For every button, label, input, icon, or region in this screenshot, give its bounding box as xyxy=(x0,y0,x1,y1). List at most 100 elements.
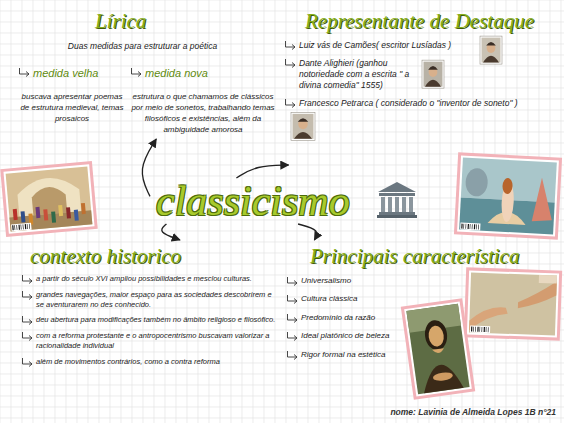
central-node: classicismo xyxy=(150,178,356,224)
portrait-body xyxy=(425,80,441,87)
portrait-cap xyxy=(298,118,309,122)
branch-group: contexto historicoa partir do século XVI… xyxy=(20,240,278,366)
barcode-bar xyxy=(461,224,462,229)
barcode-bar xyxy=(471,327,472,332)
sub-text: estrutura o que chamamos de clássicos po… xyxy=(129,92,277,135)
column xyxy=(388,197,392,212)
photo-border xyxy=(3,164,94,233)
portrait-frame xyxy=(422,60,444,88)
barcode-bar xyxy=(18,225,20,230)
branch-heading: Lírica xyxy=(5,5,280,33)
bullet-head xyxy=(294,281,297,286)
figure xyxy=(74,210,79,221)
branch-arrow xyxy=(236,165,288,178)
bullet-head xyxy=(29,336,32,341)
bullet-head xyxy=(292,63,295,68)
photo-border xyxy=(467,270,559,337)
barcode-bar xyxy=(12,225,14,230)
hora-figure xyxy=(532,177,554,222)
grid-line xyxy=(0,0,564,1)
grid-line xyxy=(407,0,408,423)
barcode-bar xyxy=(484,327,485,332)
branch-group: Representante de DestaqueLuiz vás de Cam… xyxy=(283,5,558,165)
hair xyxy=(502,178,513,195)
sub-heading: medida velha xyxy=(17,67,127,80)
god-arm xyxy=(518,280,557,309)
list-item: Rigor formal na estética xyxy=(285,350,530,360)
list-item: deu abertura para modificações também no… xyxy=(20,315,278,325)
bullet-arrow xyxy=(21,275,34,285)
barcode-bar xyxy=(16,225,17,230)
figure xyxy=(51,212,56,223)
grid-line xyxy=(561,0,562,423)
landscape xyxy=(406,304,469,394)
barcode-ground xyxy=(460,223,480,231)
grid-line xyxy=(0,66,564,67)
grid-line xyxy=(0,132,564,133)
bullet-head xyxy=(294,317,297,322)
photo-border xyxy=(404,302,472,397)
bullet-head xyxy=(138,72,141,77)
bullet-head xyxy=(29,294,32,299)
branch-arrow xyxy=(298,224,317,240)
barcode-bar xyxy=(481,327,483,332)
wind-figures xyxy=(465,168,488,197)
branch-heading: Principais característica xyxy=(285,240,530,268)
portrait-frame xyxy=(291,112,315,140)
barcode-bar xyxy=(468,224,469,229)
birth-of-venus-picture xyxy=(454,152,562,239)
portrait-frame xyxy=(480,36,502,64)
portrait-face xyxy=(298,119,308,129)
barcode-ground xyxy=(11,223,32,232)
grid-line xyxy=(0,374,564,375)
portrait-ground xyxy=(293,114,314,139)
sub-text: buscava apresentar poemas de estrutura m… xyxy=(17,92,127,124)
bullet-arrow xyxy=(18,68,31,78)
grid-line xyxy=(0,396,564,397)
central-topic: classicismo xyxy=(150,178,356,224)
figure xyxy=(21,211,26,222)
sub-group: medida nova estrutura o que chamamos de c… xyxy=(129,67,277,135)
list-item: Predomínio da razão xyxy=(285,313,530,323)
branch-arrow xyxy=(142,139,156,196)
branch-arrow xyxy=(162,224,180,240)
portrait-ground xyxy=(424,62,443,87)
bullet-arrow xyxy=(21,332,34,342)
grid-line xyxy=(0,352,564,353)
grid-line xyxy=(0,0,1,423)
sub-group: medida velha buscava apresentar poemas de… xyxy=(17,67,127,125)
portrait-face xyxy=(487,43,496,53)
grid-line xyxy=(0,242,564,243)
barcode-bar xyxy=(29,224,30,229)
barcode-bar xyxy=(27,224,28,229)
barcode-bar xyxy=(23,224,24,229)
portrait xyxy=(480,36,502,64)
list-item: a partir do século XVI ampliou possibili… xyxy=(20,274,278,284)
barcode-ground xyxy=(470,326,490,334)
bullet-head xyxy=(29,279,32,284)
hands xyxy=(432,371,453,382)
face xyxy=(427,325,445,348)
barcode-bar xyxy=(25,224,27,229)
barcode-bar xyxy=(474,224,475,229)
figure xyxy=(13,209,18,220)
barcode-bar xyxy=(473,327,475,332)
portrait-body xyxy=(483,56,499,63)
barcode-bar xyxy=(477,327,478,332)
portrait xyxy=(422,60,444,88)
list-item: com a reforma protestante e o antropocen… xyxy=(20,331,278,351)
bullet-arrow xyxy=(284,41,297,51)
grid-line xyxy=(0,385,564,386)
bullet-arrow xyxy=(284,59,297,69)
portrait-face xyxy=(429,67,438,77)
school-of-athens-picture xyxy=(0,161,98,237)
list-item: Cultura clássica xyxy=(285,294,530,304)
bullet-arrow xyxy=(21,316,34,326)
sub-heading: medida nova xyxy=(129,67,277,80)
photo-border xyxy=(457,155,559,236)
temple-icon xyxy=(377,182,417,218)
barcode-bar xyxy=(469,224,471,229)
list-item: Universalismo xyxy=(285,276,530,286)
figure xyxy=(81,203,86,214)
